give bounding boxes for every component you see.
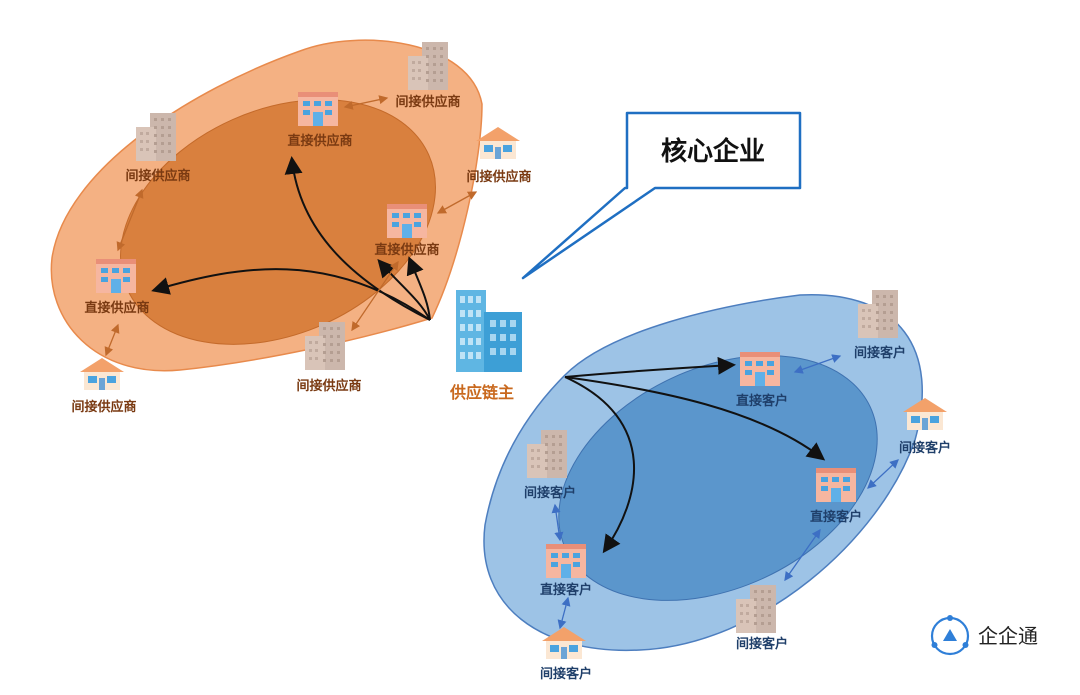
node-label: 间接供应商 <box>125 168 190 184</box>
direct-customer-node: 直接客户 <box>810 468 862 525</box>
brand-logo: 企企通 <box>930 615 1038 656</box>
office-building-icon <box>96 259 136 293</box>
core-building-icon <box>456 290 522 372</box>
core-company-callout: 核心企业 <box>521 111 802 280</box>
node-label: 间接供应商 <box>71 399 136 415</box>
core-company-label: 供应链主 <box>449 383 514 402</box>
direct-supplier-node: 直接供应商 <box>374 204 440 258</box>
link-customer-1 <box>793 354 842 374</box>
direct-customer-node: 直接客户 <box>540 544 592 598</box>
customer-links <box>551 354 899 630</box>
indirect-supplier-node: 间接供应商 <box>71 358 137 415</box>
node-label: 直接供应商 <box>374 242 439 258</box>
link-customer-5 <box>557 596 571 630</box>
indirect-customer-node: 间接客户 <box>524 430 576 501</box>
indirect-customer-node: 间接客户 <box>899 398 951 456</box>
link-supplier-5 <box>351 260 399 332</box>
node-label: 直接客户 <box>540 582 592 598</box>
link-supplier-4 <box>436 191 478 214</box>
link-customer-4 <box>551 503 564 542</box>
indirect-supplier-node: 间接供应商 <box>125 113 191 184</box>
link-supplier-3 <box>104 323 120 357</box>
supplier-links <box>104 95 478 357</box>
qiqitong-logo-icon <box>930 615 970 656</box>
brand-name: 企企通 <box>978 624 1038 648</box>
tall-building-icon <box>136 113 176 161</box>
indirect-supplier-node: 间接供应商 <box>296 322 362 394</box>
node-label: 间接客户 <box>524 485 576 501</box>
indirect-customer-node: 间接客户 <box>736 585 788 652</box>
office-building-icon <box>387 204 427 238</box>
direct-supplier-node: 直接供应商 <box>287 92 353 149</box>
callout-text: 核心企业 <box>661 136 765 167</box>
node-label: 间接客户 <box>540 666 592 682</box>
house-icon <box>476 127 520 159</box>
arrow-to-direct-supplier-top <box>284 156 431 321</box>
arrow-to-direct-customer-bottom <box>564 376 635 554</box>
arrow-to-direct-supplier-mid-b <box>406 256 431 321</box>
arrow-to-direct-customer-top <box>564 356 736 378</box>
node-label: 直接客户 <box>736 393 788 409</box>
node-label: 间接客户 <box>854 345 906 361</box>
office-building-icon <box>546 544 586 578</box>
indirect-customer-node: 间接客户 <box>540 627 592 682</box>
indirect-supplier-node: 间接供应商 <box>395 42 461 110</box>
node-label: 间接供应商 <box>296 378 361 394</box>
arrow-to-direct-customer-right <box>564 376 826 461</box>
node-label: 间接客户 <box>736 636 788 652</box>
node-label: 间接客户 <box>899 440 951 456</box>
node-label: 间接供应商 <box>466 169 531 185</box>
node-label: 间接供应商 <box>395 94 460 110</box>
core-company-node: 供应链主 <box>449 290 522 402</box>
link-customer-3 <box>784 528 821 582</box>
link-supplier-1 <box>343 95 389 110</box>
indirect-supplier-node: 间接供应商 <box>466 127 532 185</box>
direct-supplier-node: 直接供应商 <box>84 259 150 316</box>
office-building-icon <box>298 92 338 126</box>
node-label: 直接供应商 <box>84 300 149 316</box>
link-supplier-2 <box>116 188 144 252</box>
node-label: 直接供应商 <box>287 133 352 149</box>
direct-customer-node: 直接客户 <box>736 352 788 409</box>
indirect-customer-node: 间接客户 <box>854 290 906 361</box>
office-building-icon <box>816 468 856 502</box>
tall-building-icon <box>858 290 898 338</box>
link-customer-2 <box>867 459 899 489</box>
node-label: 直接客户 <box>810 509 862 525</box>
office-building-icon <box>740 352 780 386</box>
